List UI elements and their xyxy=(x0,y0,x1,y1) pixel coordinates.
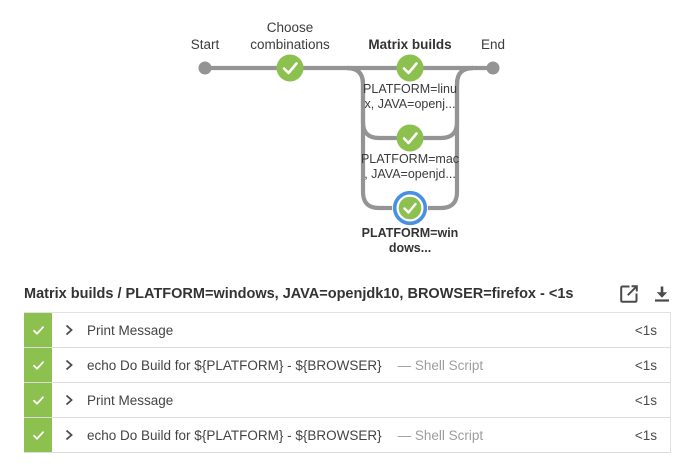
step-duration: <1s xyxy=(634,392,657,408)
check-icon xyxy=(32,325,44,335)
branch-label-mac: PLATFORM=mac , JAVA=openjd... xyxy=(360,152,460,181)
end-node[interactable] xyxy=(486,61,500,75)
node-branch-mac[interactable] xyxy=(396,124,424,152)
step-status-success xyxy=(24,348,52,382)
pipeline-graph: Start Choose combinations Matrix builds … xyxy=(190,20,506,255)
step-row[interactable]: Print Message <1s xyxy=(24,383,670,418)
chevron-right-icon[interactable] xyxy=(63,393,75,407)
check-icon xyxy=(282,62,298,75)
chevron-right-icon[interactable] xyxy=(63,428,75,442)
step-duration: <1s xyxy=(634,427,657,443)
branch-label-windows: PLATFORM=win dows... xyxy=(361,226,459,255)
step-label: echo Do Build for ${PLATFORM} - ${BROWSE… xyxy=(87,357,382,373)
step-status-success xyxy=(24,313,52,347)
step-duration: <1s xyxy=(634,322,657,338)
check-icon xyxy=(403,202,417,214)
node-choose-combinations[interactable] xyxy=(276,54,304,82)
chevron-right-icon[interactable] xyxy=(63,323,75,337)
check-icon xyxy=(402,132,418,145)
step-label: Print Message xyxy=(87,392,174,408)
node-branch-windows-selected[interactable] xyxy=(392,190,428,226)
step-sublabel: — Shell Script xyxy=(397,427,484,443)
step-duration: <1s xyxy=(634,357,657,373)
step-label: Print Message xyxy=(87,322,174,338)
node-branch-linux[interactable] xyxy=(396,54,424,82)
check-icon xyxy=(32,395,44,405)
step-row[interactable]: echo Do Build for ${PLATFORM} - ${BROWSE… xyxy=(24,348,670,383)
open-in-new-icon[interactable] xyxy=(617,282,641,311)
step-sublabel: — Shell Script xyxy=(397,357,484,373)
step-status-success xyxy=(24,383,52,417)
stage-label-end: End xyxy=(480,37,506,52)
branch-label-linux: PLATFORM=linu x, JAVA=openj... xyxy=(363,82,457,111)
check-icon xyxy=(402,62,418,75)
stage-label-choose-combinations: Choose combinations xyxy=(250,20,330,52)
pipeline-graph-canvas xyxy=(198,54,500,226)
check-icon xyxy=(32,430,44,440)
step-row[interactable]: Print Message <1s xyxy=(24,313,670,348)
chevron-right-icon[interactable] xyxy=(63,358,75,372)
step-status-success xyxy=(24,418,52,452)
stage-label-matrix-builds: Matrix builds xyxy=(368,37,452,52)
download-icon[interactable] xyxy=(651,283,673,312)
step-label: echo Do Build for ${PLATFORM} - ${BROWSE… xyxy=(87,427,382,443)
start-node[interactable] xyxy=(198,61,212,75)
check-icon xyxy=(32,360,44,370)
stage-label-start: Start xyxy=(190,37,220,52)
step-row[interactable]: echo Do Build for ${PLATFORM} - ${BROWSE… xyxy=(24,418,670,453)
selected-branch-title: Matrix builds / PLATFORM=windows, JAVA=o… xyxy=(24,286,574,302)
steps-table: Print Message <1s echo Do Build for ${PL… xyxy=(24,312,671,453)
